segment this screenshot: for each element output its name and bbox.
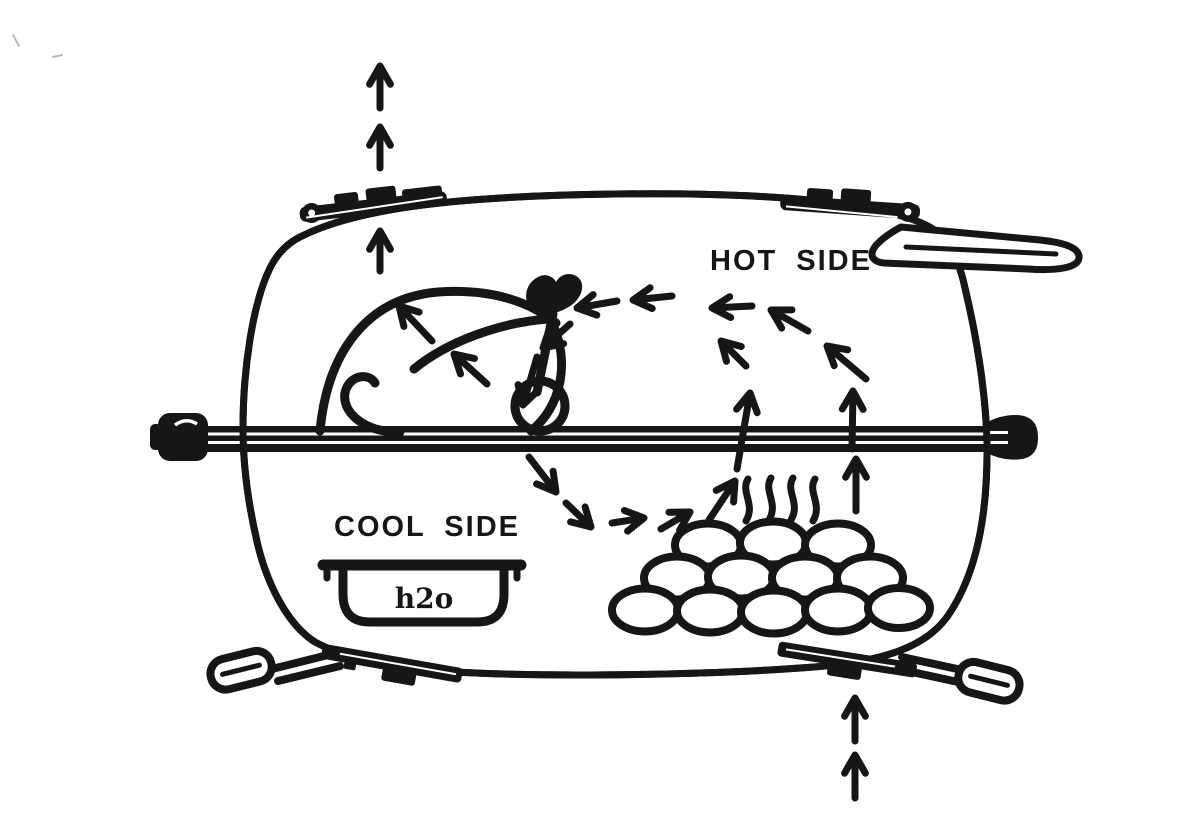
lid-vent-right [780,187,921,222]
charcoal-briquette [801,584,875,636]
grate-handle-left [150,413,208,461]
turkey-back [315,286,561,436]
leg-left [206,646,344,694]
leg-right [894,653,1024,705]
grate-rail-highlight [190,441,990,444]
airflow-arrow [608,507,648,535]
airflow-arrow [767,306,812,335]
airflow-arrow [514,353,542,409]
turkey-breast-line [409,314,554,374]
airflow-arrow [539,320,574,352]
exhaust-arrows-top [366,62,394,172]
water-pan: h2o [317,559,527,627]
airflow-arrow [629,284,676,312]
heat-wave-line [742,475,753,525]
cooking-grate [150,413,1038,461]
lid-interior-arrow [366,227,394,275]
hot-zone-airflow [395,284,870,515]
lid-vent-left [299,185,448,224]
airflow-arrow [562,499,595,531]
turkey-leg-bone [526,274,583,315]
airflow-arrow [717,337,750,370]
water-pan-label: h2o [395,582,454,615]
cool-zone-airflow [525,453,739,535]
charcoal-pile [608,517,934,638]
airflow-arrow [395,302,436,345]
airflow-arrow [450,350,491,388]
hot-side-label: HOT SIDE [710,245,872,277]
heat-wave-line [809,475,820,525]
grate-rail-highlight [190,432,990,436]
side-handle [868,223,1083,274]
turkey-wing [340,372,405,437]
water-pan-body [338,566,509,627]
airflow-arrow [705,477,739,524]
bottom-vent-left [321,644,463,686]
scan-specks [12,34,63,58]
heat-waves [742,474,820,525]
charcoal-briquette [864,584,934,632]
intake-arrow [841,751,869,802]
exhaust-arrow [366,62,394,112]
airflow-arrow [823,342,870,383]
water-pan-rim-ears [323,561,521,582]
charcoal-briquette [673,585,747,637]
cool-side-label: COOL SIDE [334,511,520,543]
intake-arrow [841,694,869,745]
airflow-arrow [525,453,560,496]
charcoal-briquette [608,584,682,636]
airflow-arrow [708,293,756,321]
exhaust-arrow [366,123,394,172]
airflow-arrow [842,455,870,515]
turkey-illustration [315,274,583,437]
heat-wave-line [765,474,776,524]
airflow-arrow [657,508,694,534]
intake-arrows-bottom [841,694,869,802]
airflow-arrow [733,389,761,473]
heat-wave-line [787,474,798,524]
airflow-arrow [573,291,621,319]
grate-bar [176,426,1004,452]
airflow-arrow [838,387,867,453]
charcoal-briquette [737,586,811,638]
bottom-vent-right [777,641,917,680]
grate-handle-right [986,414,1038,460]
